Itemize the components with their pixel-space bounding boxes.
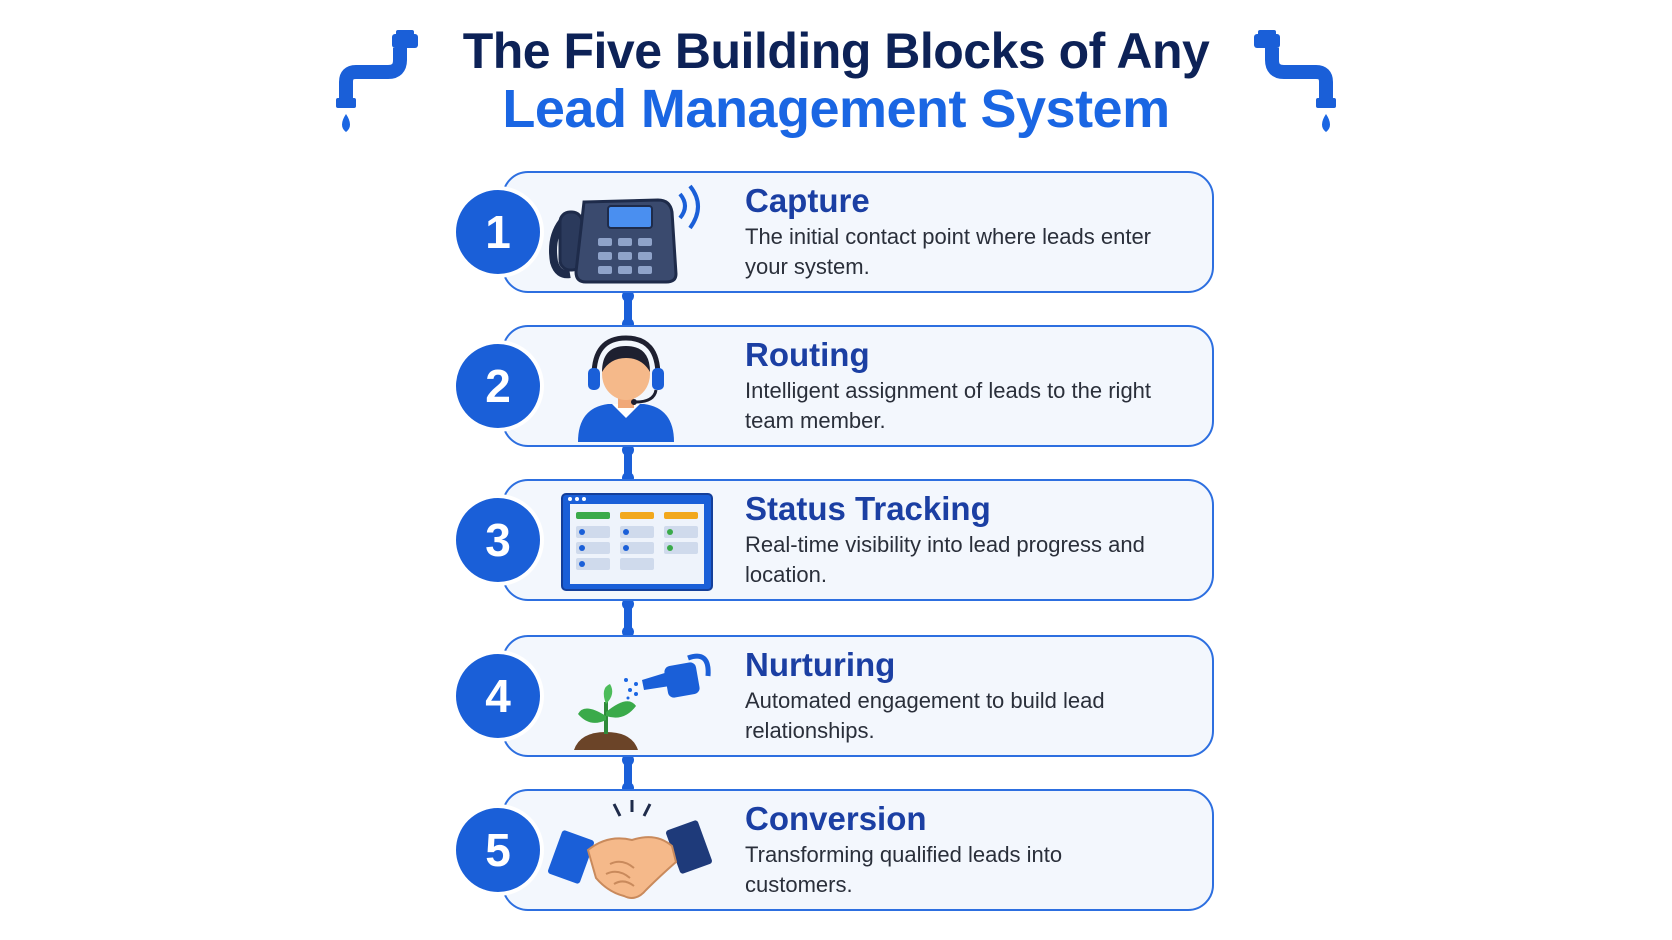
desk-phone-icon	[549, 184, 700, 284]
title-line-1: The Five Building Blocks of Any	[462, 23, 1210, 79]
step-number-1: 1	[452, 186, 544, 278]
step-number-4: 4	[452, 650, 544, 742]
step-number-5: 5	[452, 804, 544, 896]
step-desc-conversion: Transforming qualified leads into custom…	[745, 842, 1063, 897]
step-desc-status-tracking: Real-time visibility into lead progress …	[745, 532, 1145, 587]
title-line-2: Lead Management System	[502, 79, 1170, 139]
connector-1-2	[622, 290, 634, 330]
dashboard-board-icon	[561, 493, 713, 591]
connector-2-3	[622, 444, 634, 484]
step-title-routing: Routing	[745, 336, 870, 373]
connector-3-4	[622, 598, 634, 638]
step-desc-routing: Intelligent assignment of leads to the r…	[745, 378, 1152, 433]
handshake-icon	[548, 800, 712, 899]
faucet-left-icon	[336, 30, 418, 132]
watering-can-plant-icon	[574, 653, 711, 750]
step-desc-nurturing: Automated engagement to build lead relat…	[745, 688, 1105, 743]
headset-agent-icon	[578, 335, 674, 442]
step-title-conversion: Conversion	[745, 800, 927, 837]
step-title-nurturing: Nurturing	[745, 646, 896, 683]
faucet-right-icon	[1254, 30, 1336, 132]
step-title-capture: Capture	[745, 182, 870, 219]
step-number-3: 3	[452, 494, 544, 586]
connector-4-5	[622, 754, 634, 794]
step-desc-capture: The initial contact point where leads en…	[745, 224, 1152, 279]
step-title-status-tracking: Status Tracking	[745, 490, 991, 527]
step-number-2: 2	[452, 340, 544, 432]
